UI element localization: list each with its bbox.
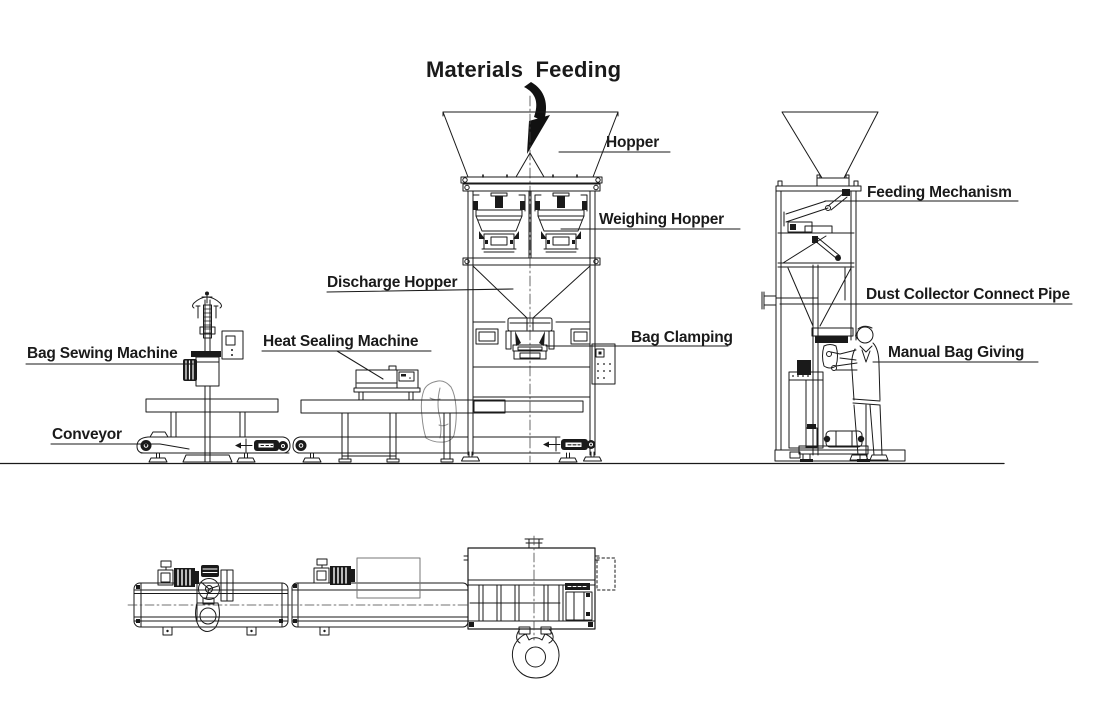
bag-sewing-machine bbox=[182, 291, 244, 463]
plan-sewing-machine bbox=[195, 565, 234, 632]
control-box bbox=[591, 343, 616, 385]
side-view-machine bbox=[761, 111, 906, 462]
side-funnel bbox=[781, 111, 879, 187]
dust-pipe-stub bbox=[761, 291, 777, 310]
filled-bag bbox=[420, 380, 457, 443]
heat-sealing-machine bbox=[353, 365, 421, 401]
label-hopper: Hopper bbox=[606, 134, 659, 151]
support-beam bbox=[300, 399, 506, 463]
machine-foot-right bbox=[583, 451, 602, 462]
label-conveyor: Conveyor bbox=[52, 426, 122, 443]
label-dust-collector-connect-pipe: Dust Collector Connect Pipe bbox=[866, 286, 1070, 303]
plan-control-box bbox=[596, 557, 616, 591]
outfeed-conveyor bbox=[543, 437, 596, 463]
label-discharge-hopper: Discharge Hopper bbox=[327, 274, 457, 291]
plan-heat-sealer bbox=[356, 557, 421, 599]
label-heat-sealing-machine: Heat Sealing Machine bbox=[263, 333, 419, 350]
conveyor-front-right bbox=[292, 436, 469, 463]
label-weighing-hopper: Weighing Hopper bbox=[599, 211, 724, 228]
center-column bbox=[812, 264, 819, 456]
leader-lines bbox=[25, 151, 1073, 450]
bag-clamp-assembly bbox=[505, 317, 555, 360]
side-discharge-funnel bbox=[787, 267, 852, 327]
leader-heat-sealing bbox=[261, 350, 432, 380]
leader-discharge-hopper bbox=[326, 288, 514, 293]
feeding-mechanism bbox=[783, 189, 850, 261]
base-units bbox=[774, 424, 906, 462]
plan-conveyor-left bbox=[127, 560, 294, 636]
plan-view bbox=[127, 535, 616, 679]
plan-conveyor-right bbox=[287, 557, 471, 636]
conveyor-front-left bbox=[136, 431, 291, 463]
top-hopper bbox=[442, 111, 619, 184]
plan-operator bbox=[512, 626, 560, 679]
sewing-control-box bbox=[221, 330, 244, 360]
sewing-table bbox=[145, 398, 279, 438]
bagging-spout bbox=[797, 327, 854, 375]
materials-feeding-arrow-icon bbox=[524, 82, 550, 154]
label-bag-sewing-machine: Bag Sewing Machine bbox=[27, 345, 178, 362]
diagram-title: Materials Feeding bbox=[426, 57, 621, 82]
weighing-hopper-right bbox=[534, 192, 588, 253]
discharge-hopper-funnel bbox=[472, 265, 591, 345]
label-manual-bag-giving: Manual Bag Giving bbox=[888, 344, 1024, 361]
plan-packing-machine bbox=[463, 535, 616, 641]
label-feeding-mechanism: Feeding Mechanism bbox=[867, 184, 1012, 201]
labels: Hopper Weighing Hopper Discharge Hopper … bbox=[27, 134, 1071, 443]
leader-conveyor bbox=[50, 443, 190, 450]
front-view-packing-machine bbox=[442, 95, 619, 463]
label-bag-clamping: Bag Clamping bbox=[631, 329, 733, 346]
operator-person bbox=[826, 325, 889, 461]
machine-frame bbox=[462, 183, 601, 456]
weighing-hopper-left bbox=[472, 192, 526, 253]
